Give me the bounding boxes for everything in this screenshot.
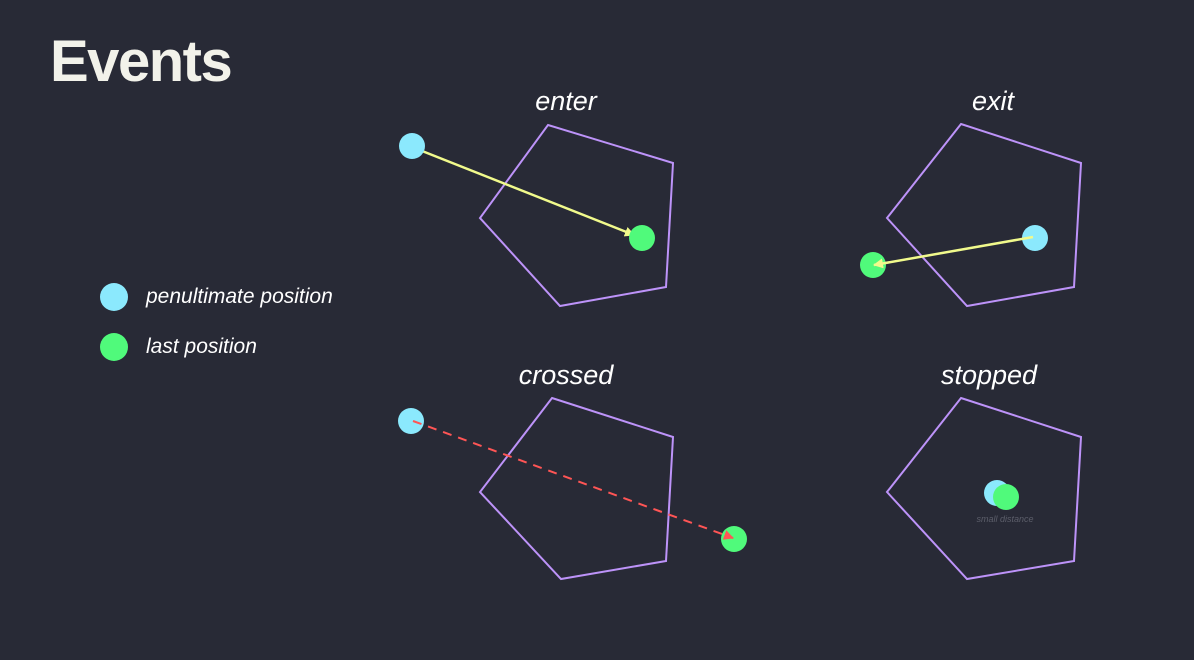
stopped-geofence-polygon	[885, 396, 1083, 581]
enter-penultimate-position	[399, 133, 425, 159]
crossed-movement-arrow	[412, 420, 734, 540]
exit-movement-arrow	[873, 235, 1034, 269]
enter-geofence-polygon	[478, 123, 675, 308]
page-title: Events	[50, 29, 233, 94]
stopped-last-position	[993, 484, 1019, 510]
exit-title: exit	[971, 86, 1015, 116]
penultimate-position-dot	[100, 283, 128, 311]
last-position-dot	[100, 333, 128, 361]
crossed-title: crossed	[518, 360, 614, 390]
exit-panel	[860, 122, 1083, 308]
stopped-note: small distance	[976, 514, 1033, 524]
crossed-panel	[398, 396, 747, 581]
legend-item-penultimate: penultimate position	[100, 282, 333, 312]
legend-label-last: last position	[146, 335, 257, 358]
enter-title: enter	[535, 86, 597, 116]
stopped-panel: small distance	[885, 396, 1083, 581]
exit-last-position	[860, 252, 886, 278]
legend-item-last: last position	[100, 332, 333, 362]
enter-last-position	[629, 225, 655, 251]
stopped-title: stopped	[940, 360, 1038, 390]
crossed-penultimate-position	[398, 408, 424, 434]
legend-label-penultimate: penultimate position	[146, 285, 333, 308]
exit-penultimate-position	[1022, 225, 1048, 251]
legend: penultimate position last position	[100, 282, 333, 382]
crossed-geofence-polygon	[478, 396, 675, 581]
enter-movement-arrow	[411, 145, 635, 237]
crossed-last-position	[721, 526, 747, 552]
enter-panel	[399, 123, 675, 308]
exit-geofence-polygon	[885, 122, 1083, 308]
